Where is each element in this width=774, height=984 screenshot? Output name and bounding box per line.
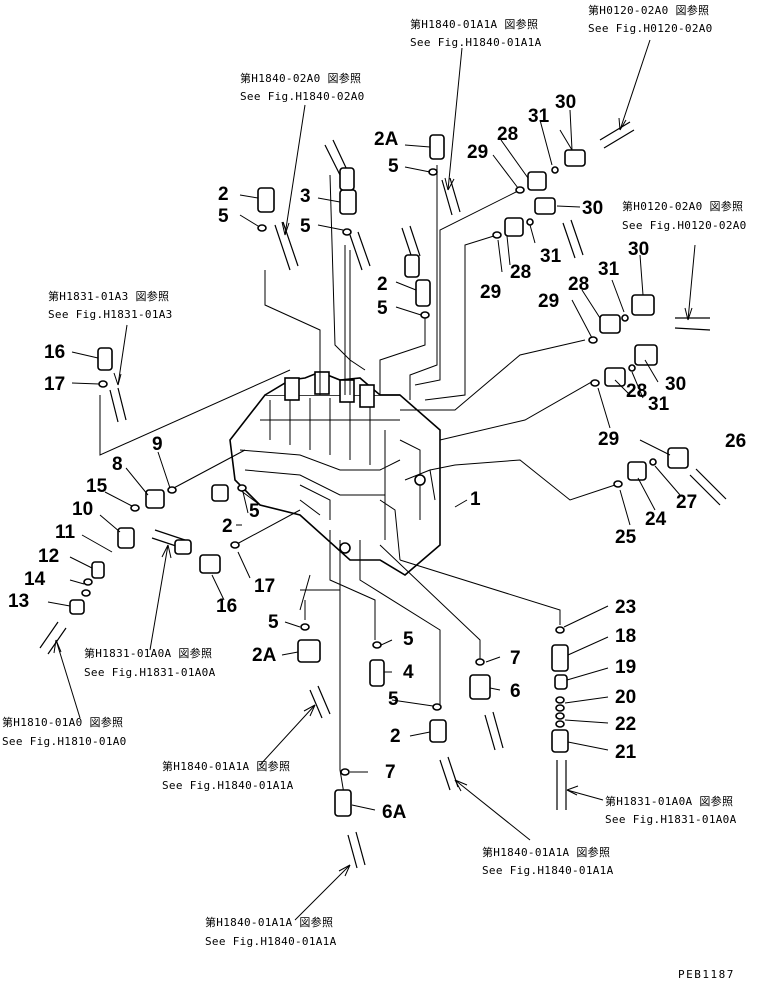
callout-15: 15 bbox=[86, 476, 108, 497]
callout-28: 28 bbox=[497, 124, 518, 145]
callout-21: 21 bbox=[615, 742, 637, 763]
callout-5: 5 bbox=[218, 206, 229, 227]
figure-reference-jp: 第H1840-01A1A 図参照 bbox=[162, 759, 290, 773]
callout-28: 28 bbox=[568, 274, 589, 295]
figure-reference-jp: 第H1840-01A1A 図参照 bbox=[410, 17, 538, 31]
figure-reference-en: See Fig.H1840-01A1A bbox=[162, 779, 294, 792]
callout-5: 5 bbox=[377, 298, 388, 319]
connection-lines bbox=[99, 165, 616, 801]
callout-5: 5 bbox=[388, 689, 399, 710]
callout-20: 20 bbox=[615, 687, 636, 708]
figure-reference-jp: 第H1831-01A0A 図参照 bbox=[605, 794, 733, 808]
callout-28: 28 bbox=[626, 381, 647, 402]
callout-31: 31 bbox=[648, 394, 670, 415]
figure-reference-en: See Fig.H1840-01A1A bbox=[482, 864, 614, 877]
callout-28: 28 bbox=[510, 262, 531, 283]
callout-2a: 2A bbox=[374, 129, 399, 150]
callout-31: 31 bbox=[528, 106, 550, 127]
callout-25: 25 bbox=[615, 527, 637, 548]
callout-5: 5 bbox=[249, 501, 260, 522]
figure-reference-en: See Fig.H1840-01A1A bbox=[410, 36, 542, 49]
callout-8: 8 bbox=[112, 454, 123, 475]
figure-reference-jp: 第H1831-01A3 図参照 bbox=[48, 289, 169, 303]
callout-5: 5 bbox=[300, 216, 311, 237]
callout-labels: 1 2 2 2 2 2A 2A 3 4 5 5 5 5 5 5 5 5 6 6A… bbox=[8, 92, 746, 823]
callout-29: 29 bbox=[598, 429, 619, 450]
callout-2: 2 bbox=[222, 516, 233, 537]
callout-29: 29 bbox=[538, 291, 559, 312]
figure-reference-en: See Fig.H1831-01A3 bbox=[48, 308, 173, 321]
figure-reference-jp: 第H0120-02A0 図参照 bbox=[588, 3, 709, 17]
callout-4: 4 bbox=[403, 662, 414, 683]
leader-lines bbox=[47, 109, 681, 811]
components bbox=[69, 134, 689, 817]
callout-29: 29 bbox=[467, 142, 488, 163]
callout-17: 17 bbox=[254, 576, 275, 597]
callout-13: 13 bbox=[8, 591, 29, 612]
callout-26: 26 bbox=[725, 431, 746, 452]
hoses bbox=[39, 121, 727, 869]
callout-23: 23 bbox=[615, 597, 636, 618]
callout-16: 16 bbox=[216, 596, 237, 617]
figure-reference-en: See Fig.H1840-02A0 bbox=[240, 90, 365, 103]
callout-14: 14 bbox=[24, 569, 46, 590]
callout-31: 31 bbox=[540, 246, 562, 267]
callout-6: 6 bbox=[510, 681, 521, 702]
figure-reference-jp: 第H1840-01A1A 図参照 bbox=[482, 845, 610, 859]
callout-30: 30 bbox=[628, 239, 649, 260]
callout-7: 7 bbox=[510, 648, 521, 669]
figure-reference-en: See Fig.H1831-01A0A bbox=[605, 813, 737, 826]
callout-7: 7 bbox=[385, 762, 396, 783]
figure-reference-jp: 第H0120-02A0 図参照 bbox=[622, 199, 743, 213]
callout-18: 18 bbox=[615, 626, 636, 647]
figure-reference-en: See Fig.H1831-01A0A bbox=[84, 666, 216, 679]
callout-24: 24 bbox=[645, 509, 667, 530]
callout-30: 30 bbox=[665, 374, 686, 395]
callout-11: 11 bbox=[55, 522, 76, 543]
callout-9: 9 bbox=[152, 434, 163, 455]
reference-arrows bbox=[53, 39, 696, 921]
figure-reference-en: See Fig.H0120-02A0 bbox=[622, 219, 747, 232]
callout-29: 29 bbox=[480, 282, 501, 303]
callout-5: 5 bbox=[388, 156, 399, 177]
callout-30: 30 bbox=[582, 198, 603, 219]
callout-2: 2 bbox=[377, 274, 388, 295]
figure-reference-jp: 第H1810-01A0 図参照 bbox=[2, 715, 123, 729]
control-valve-body bbox=[229, 371, 441, 576]
callout-5: 5 bbox=[403, 629, 414, 650]
figure-reference-jp: 第H1831-01A0A 図参照 bbox=[84, 646, 212, 660]
figure-reference-jp: 第H1840-02A0 図参照 bbox=[240, 71, 361, 85]
callout-30: 30 bbox=[555, 92, 576, 113]
callout-2a: 2A bbox=[252, 645, 277, 666]
figure-references: 第H1840-01A1A 図参照 See Fig.H1840-01A1A 第H0… bbox=[2, 3, 747, 948]
callout-2: 2 bbox=[390, 726, 401, 747]
callout-27: 27 bbox=[676, 492, 697, 513]
callout-3: 3 bbox=[300, 186, 311, 207]
callout-31: 31 bbox=[598, 259, 620, 280]
figure-reference-jp: 第H1840-01A1A 図参照 bbox=[205, 915, 333, 929]
callout-16: 16 bbox=[44, 342, 65, 363]
figure-reference-en: See Fig.H1840-01A1A bbox=[205, 935, 337, 948]
callout-12: 12 bbox=[38, 546, 59, 567]
drawing-code: PEB1187 bbox=[678, 968, 735, 981]
callout-19: 19 bbox=[615, 657, 636, 678]
callout-6a: 6A bbox=[382, 802, 407, 823]
callout-17: 17 bbox=[44, 374, 65, 395]
callout-2: 2 bbox=[218, 184, 229, 205]
callout-22: 22 bbox=[615, 714, 636, 735]
callout-1: 1 bbox=[470, 489, 481, 510]
figure-reference-en: See Fig.H1810-01A0 bbox=[2, 735, 127, 748]
figure-reference-en: See Fig.H0120-02A0 bbox=[588, 22, 713, 35]
callout-5: 5 bbox=[268, 612, 279, 633]
callout-10: 10 bbox=[72, 499, 93, 520]
